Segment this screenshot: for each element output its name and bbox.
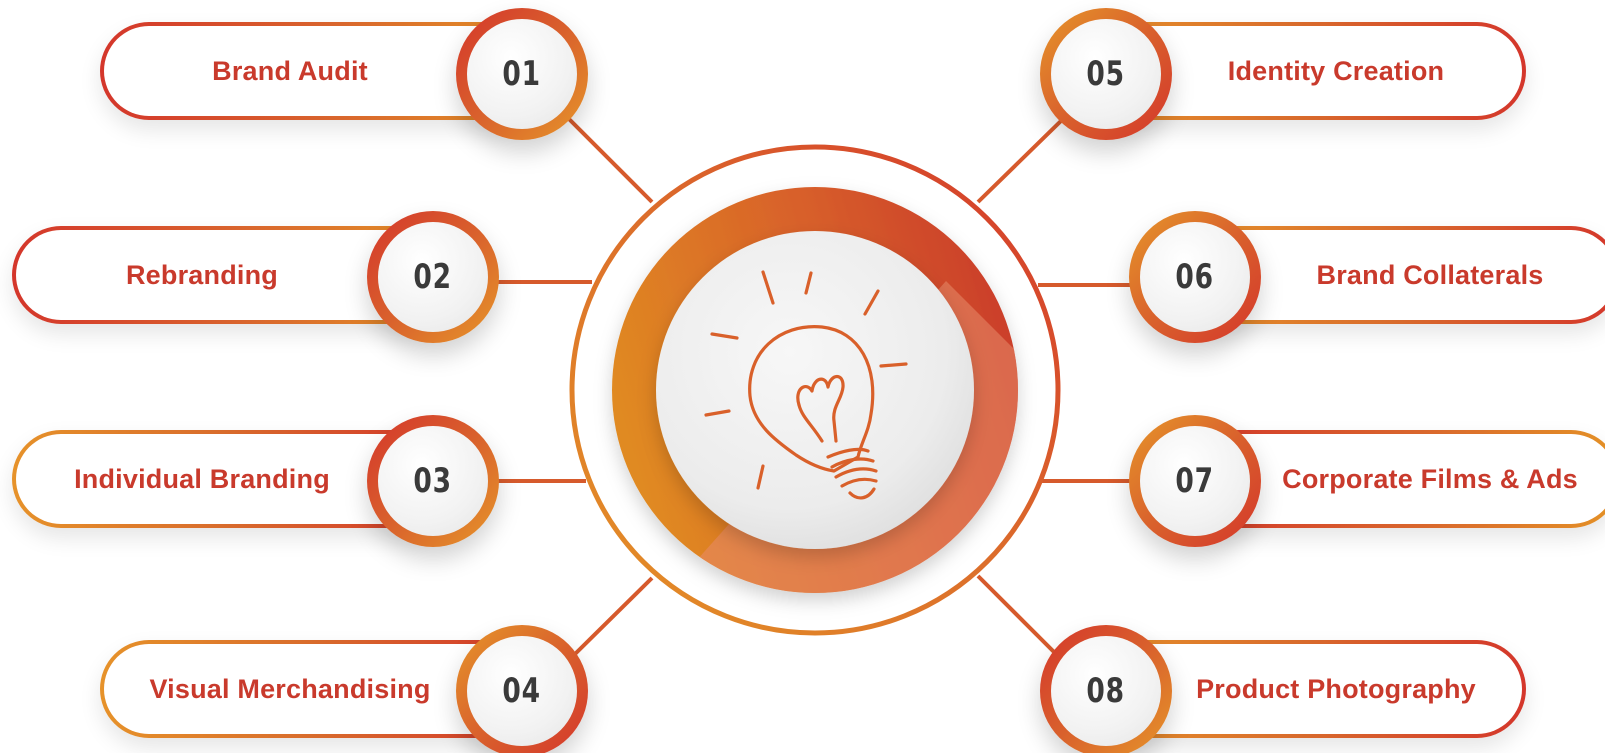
center-hub (566, 141, 1064, 639)
item-number-03: 03 (413, 461, 453, 501)
badge-06: 06 (1129, 211, 1261, 343)
badge-02: 02 (367, 211, 499, 343)
item-number-04: 04 (502, 671, 542, 711)
item-number-06: 06 (1175, 257, 1215, 297)
badge-04: 04 (456, 625, 588, 753)
item-number-08: 08 (1086, 671, 1126, 711)
item-number-02: 02 (413, 257, 453, 297)
item-label-07: Corporate Films & Ads (1282, 463, 1578, 494)
item-label-08: Product Photography (1196, 673, 1476, 704)
item-label-03: Individual Branding (74, 463, 330, 494)
item-number-07: 07 (1175, 461, 1215, 501)
badge-07: 07 (1129, 415, 1261, 547)
item-label-01: Brand Audit (212, 55, 368, 86)
lightbulb-icon (704, 270, 908, 500)
item-number-01: 01 (502, 54, 542, 94)
badge-03: 03 (367, 415, 499, 547)
badge-08: 08 (1040, 625, 1172, 753)
badge-01: 01 (456, 8, 588, 140)
inner-disc (656, 231, 974, 549)
item-label-02: Rebranding (125, 259, 278, 290)
connector-04 (572, 576, 654, 657)
item-label-04: Visual Merchandising (149, 673, 431, 704)
item-label-05: Identity Creation (1227, 55, 1445, 86)
connector-08 (976, 574, 1062, 660)
connector-05 (976, 116, 1066, 204)
item-label-06: Brand Collaterals (1316, 259, 1544, 290)
badge-05: 05 (1040, 8, 1172, 140)
connector-01 (566, 116, 654, 204)
item-number-05: 05 (1086, 54, 1126, 94)
